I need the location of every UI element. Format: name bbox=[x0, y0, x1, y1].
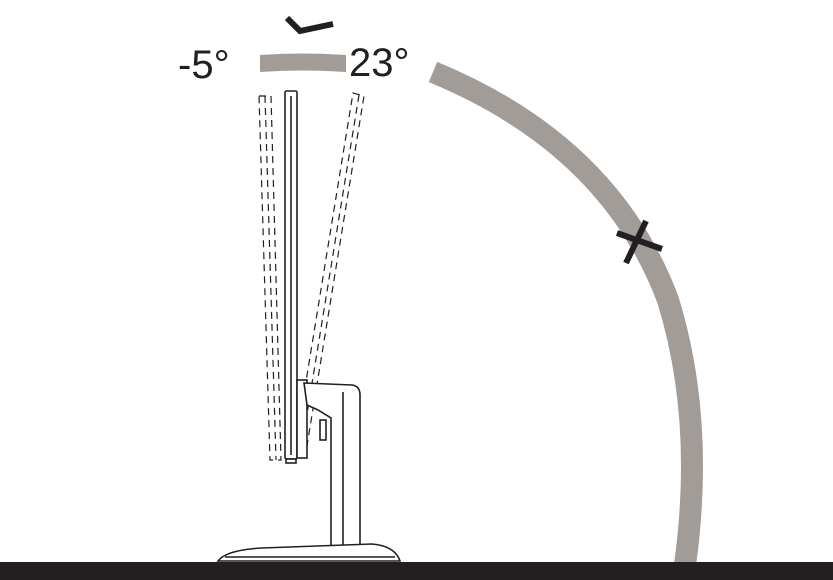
forward-tilt-outline bbox=[258, 95, 282, 461]
desk-surface bbox=[0, 562, 833, 580]
monitor-panel bbox=[284, 90, 308, 464]
over-tilt-arc bbox=[428, 61, 704, 567]
cross-mark-icon bbox=[615, 219, 664, 265]
monitor-base bbox=[216, 543, 402, 562]
max-tilt-label: 23° bbox=[349, 41, 410, 85]
check-mark-icon bbox=[284, 15, 334, 35]
allowed-tilt-arc bbox=[260, 53, 346, 72]
monitor-stand bbox=[303, 382, 361, 549]
min-tilt-label: -5° bbox=[178, 43, 230, 87]
